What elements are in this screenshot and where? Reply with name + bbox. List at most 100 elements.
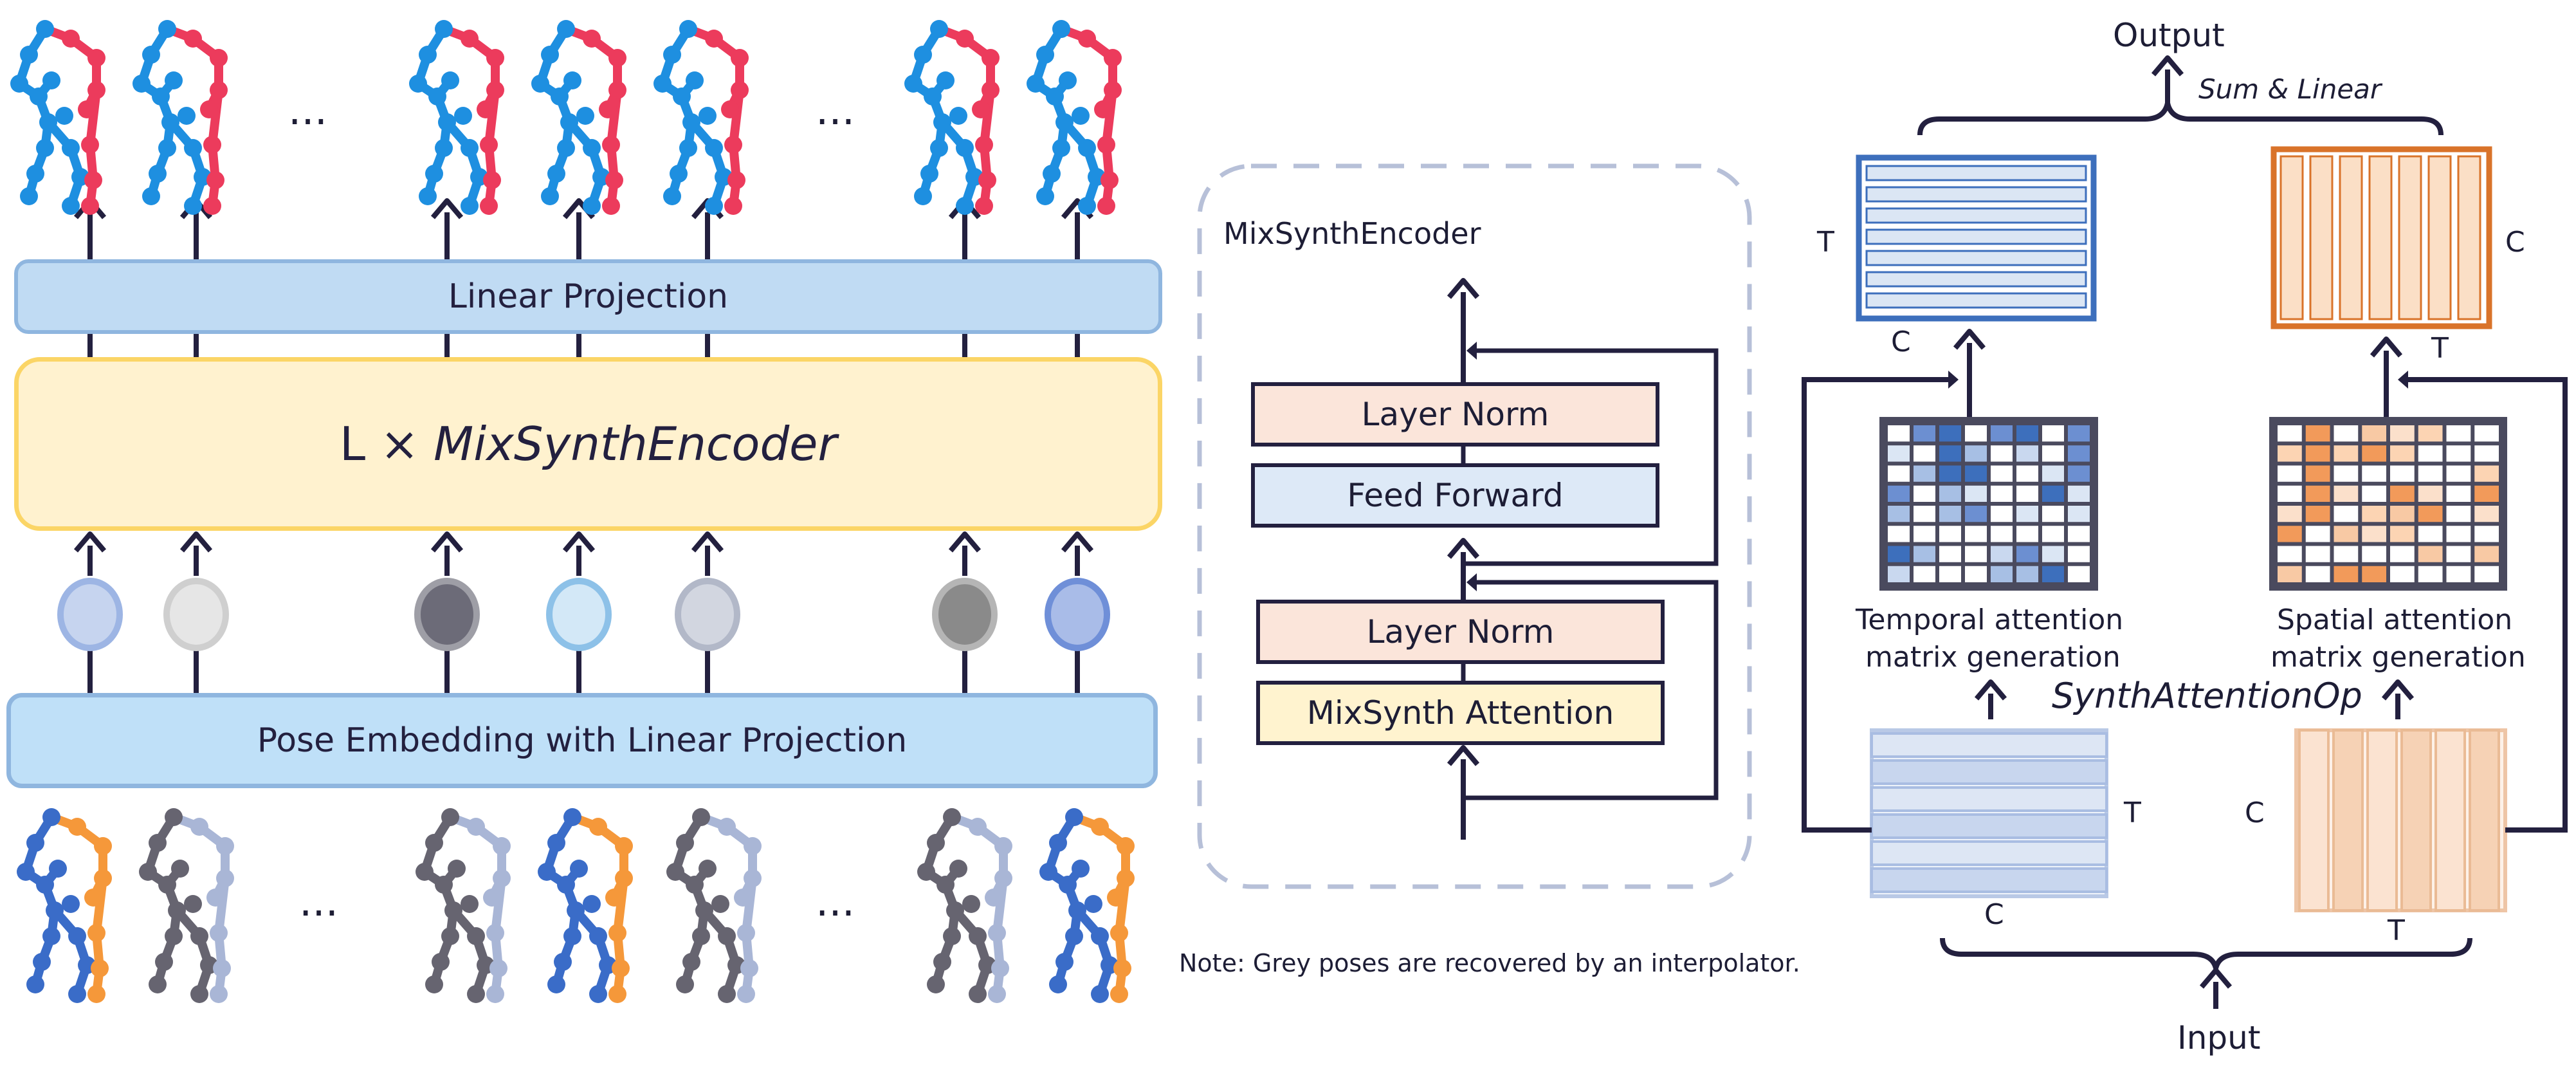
layer-norm-2-box: Layer Norm bbox=[1256, 600, 1665, 664]
pose-joint bbox=[486, 924, 504, 942]
pose-joint bbox=[36, 876, 54, 894]
matrix-cell bbox=[2042, 546, 2064, 562]
matrix-cell bbox=[2042, 485, 2064, 502]
matrix-cell bbox=[2362, 526, 2386, 542]
pose-joint bbox=[994, 869, 1012, 887]
pose-joint bbox=[653, 75, 671, 93]
matrix-cell bbox=[2278, 465, 2302, 482]
pose-joint bbox=[608, 81, 626, 99]
pose-joint bbox=[692, 927, 710, 945]
matrix-cell bbox=[2305, 546, 2330, 562]
pose-joint bbox=[1097, 197, 1115, 215]
pose-joint bbox=[216, 869, 234, 887]
pose-joint bbox=[87, 985, 105, 1003]
pose-joint bbox=[920, 165, 938, 183]
temporal-label-line1: Temporal attention bbox=[1856, 604, 2124, 636]
pose-joint bbox=[94, 837, 112, 855]
pose-joint bbox=[949, 107, 967, 125]
pose-joint bbox=[55, 107, 73, 125]
pose-joint bbox=[1043, 165, 1061, 183]
matrix-cell bbox=[1914, 425, 1935, 442]
pose-joint bbox=[438, 113, 456, 131]
pose-joint bbox=[10, 75, 28, 93]
pose-joint bbox=[682, 953, 700, 971]
spatial-output-column bbox=[2339, 155, 2363, 320]
pose-joint bbox=[583, 895, 601, 913]
encoder-input-arrow-0-head bbox=[73, 531, 107, 553]
pose-joint bbox=[1039, 863, 1057, 881]
pose-joint bbox=[486, 81, 504, 99]
interpolator-note: Note: Grey poses are recovered by an int… bbox=[1179, 949, 1800, 977]
output-arrow-head bbox=[2151, 55, 2184, 77]
pose-joint bbox=[724, 136, 742, 154]
spatial-output-column bbox=[2309, 155, 2334, 320]
pose-joint bbox=[1117, 837, 1135, 855]
matrix-frame bbox=[1879, 417, 2098, 591]
pose-joint bbox=[933, 953, 951, 971]
pose-joint bbox=[686, 876, 704, 894]
encoder-input-arrow-4-head bbox=[691, 531, 724, 553]
matrix-cell bbox=[2362, 546, 2386, 562]
pose-joint bbox=[62, 895, 80, 913]
pose-joint bbox=[679, 20, 697, 38]
matrix-cell bbox=[2362, 425, 2386, 442]
encoder-layers-prefix: L × bbox=[339, 417, 434, 471]
pose-joint bbox=[705, 30, 723, 48]
pose-joint bbox=[956, 30, 974, 48]
pose-joint bbox=[435, 139, 453, 157]
matrix-cell bbox=[1939, 566, 1961, 582]
spatial-input-column bbox=[2366, 729, 2398, 912]
pose-joint bbox=[583, 139, 601, 157]
pose-joint bbox=[477, 100, 495, 118]
encoder-input-arrow-1-head bbox=[179, 531, 213, 553]
layer-norm-1-box: Layer Norm bbox=[1251, 382, 1659, 447]
spatial-output-column bbox=[2427, 155, 2452, 320]
pose-joint bbox=[1097, 136, 1115, 154]
pose-joint bbox=[560, 113, 578, 131]
residual-upper-head bbox=[1466, 342, 1477, 360]
temporal-input-row bbox=[1870, 867, 2108, 893]
matrix-cell bbox=[1888, 445, 1910, 462]
matrix-cell bbox=[2334, 425, 2359, 442]
layer-norm-1-label: Layer Norm bbox=[1361, 396, 1549, 433]
synth-attention-diagram bbox=[1802, 55, 2568, 1009]
output-pose-3 bbox=[531, 20, 626, 215]
pose-joint bbox=[132, 75, 151, 93]
pose-joint bbox=[692, 808, 710, 826]
pose-joint bbox=[1117, 869, 1135, 887]
pose-joint bbox=[87, 924, 105, 942]
matrix-cell bbox=[1991, 485, 2013, 502]
pose-joint bbox=[155, 953, 173, 971]
ellipsis-top-2: ... bbox=[816, 87, 855, 134]
input-pose-0 bbox=[17, 808, 112, 1003]
pose-joint bbox=[26, 165, 44, 183]
temporal-output-row bbox=[1865, 165, 2087, 181]
matrix-cell bbox=[1991, 445, 2013, 462]
temporal-output-row bbox=[1865, 271, 2087, 288]
output-pose-5 bbox=[904, 20, 1000, 215]
matrix-cell bbox=[2474, 485, 2499, 502]
pose-joint bbox=[924, 88, 942, 106]
pose-joint bbox=[699, 860, 717, 878]
matrix-cell bbox=[2390, 465, 2415, 482]
matrix-cell bbox=[2305, 445, 2330, 462]
pose-joint bbox=[557, 20, 575, 38]
matrix-cell bbox=[1991, 506, 2013, 522]
matrix-cell bbox=[2446, 485, 2471, 502]
pose-joint bbox=[461, 197, 479, 215]
pose-joint bbox=[1113, 959, 1131, 977]
embedding-token-5 bbox=[932, 578, 998, 651]
ellipsis-bottom-2: ... bbox=[816, 878, 855, 926]
pose-joint bbox=[547, 975, 565, 993]
embedding-token-4 bbox=[675, 578, 740, 651]
matrix-cell bbox=[1939, 546, 1961, 562]
pose-joint bbox=[480, 197, 498, 215]
pose-joint bbox=[1091, 927, 1109, 945]
pose-joint bbox=[165, 808, 183, 826]
output-pose-0 bbox=[10, 20, 105, 215]
pose-joint bbox=[962, 895, 980, 913]
temporal-output-row bbox=[1865, 250, 2087, 266]
pose-joint bbox=[142, 187, 160, 205]
pose-joint bbox=[1072, 107, 1090, 125]
pose-joint bbox=[583, 197, 601, 215]
